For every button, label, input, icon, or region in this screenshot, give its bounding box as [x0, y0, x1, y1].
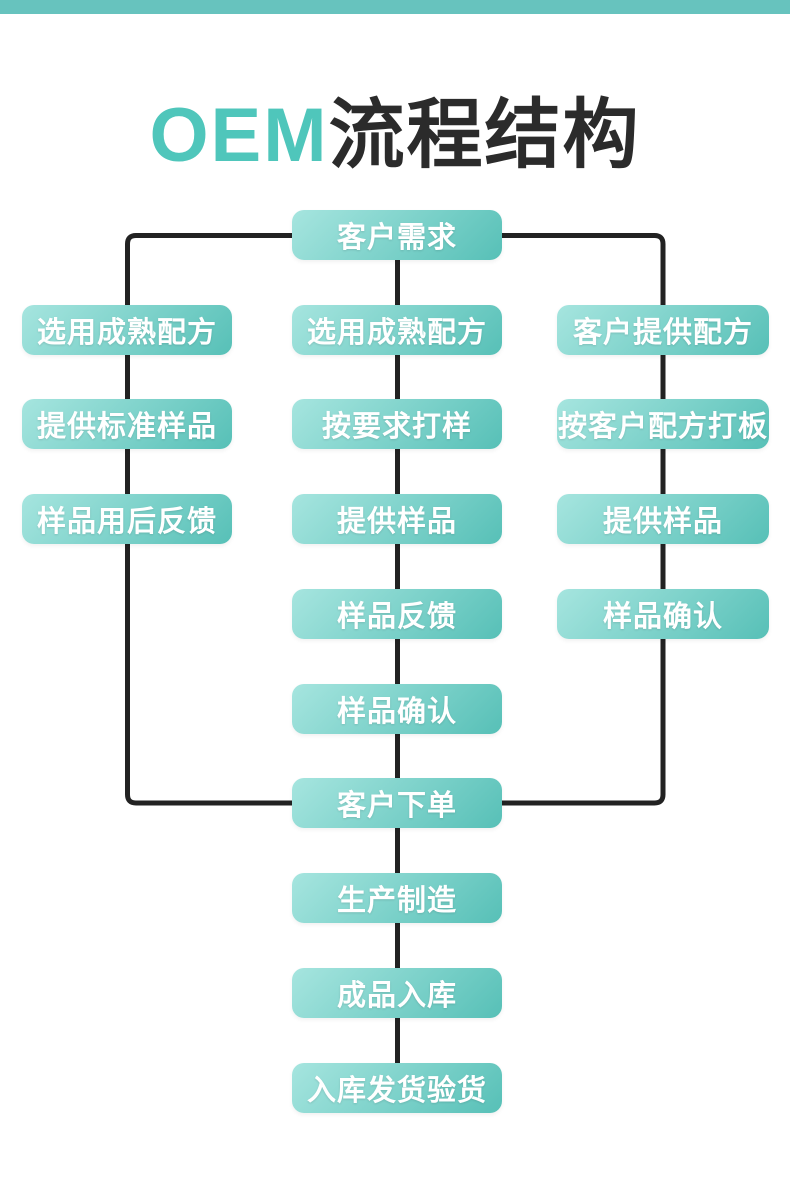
flow-node-mid-select-mature-formula: 选用成熟配方 [292, 305, 502, 355]
flow-node-left-provide-standard-sample: 提供标准样品 [22, 399, 232, 449]
flow-node-production-manufacturing: 生产制造 [292, 873, 502, 923]
flow-node-right-sample-per-customer-formula: 按客户配方打板 [557, 399, 769, 449]
flow-node-mid-sample-feedback: 样品反馈 [292, 589, 502, 639]
top-accent-bar [0, 0, 790, 14]
flow-node-customer-demand: 客户需求 [292, 210, 502, 260]
flow-node-mid-provide-sample: 提供样品 [292, 494, 502, 544]
flow-node-right-customer-provides-formula: 客户提供配方 [557, 305, 769, 355]
flow-node-right-provide-sample: 提供样品 [557, 494, 769, 544]
flow-node-left-sample-usage-feedback: 样品用后反馈 [22, 494, 232, 544]
flow-node-warehouse-ship-inspect: 入库发货验货 [292, 1063, 502, 1113]
title-rest-text: 流程结构 [328, 93, 641, 178]
flow-node-left-select-mature-formula: 选用成熟配方 [22, 305, 232, 355]
flow-node-mid-sample-confirm: 样品确认 [292, 684, 502, 734]
flow-node-finished-goods-warehousing: 成品入库 [292, 968, 502, 1018]
page-title: OEM流程结构 [0, 88, 790, 184]
flow-node-mid-sample-on-request: 按要求打样 [292, 399, 502, 449]
flow-node-customer-order: 客户下单 [292, 778, 502, 828]
flow-node-right-sample-confirm: 样品确认 [557, 589, 769, 639]
title-accent-text: OEM [149, 93, 329, 178]
